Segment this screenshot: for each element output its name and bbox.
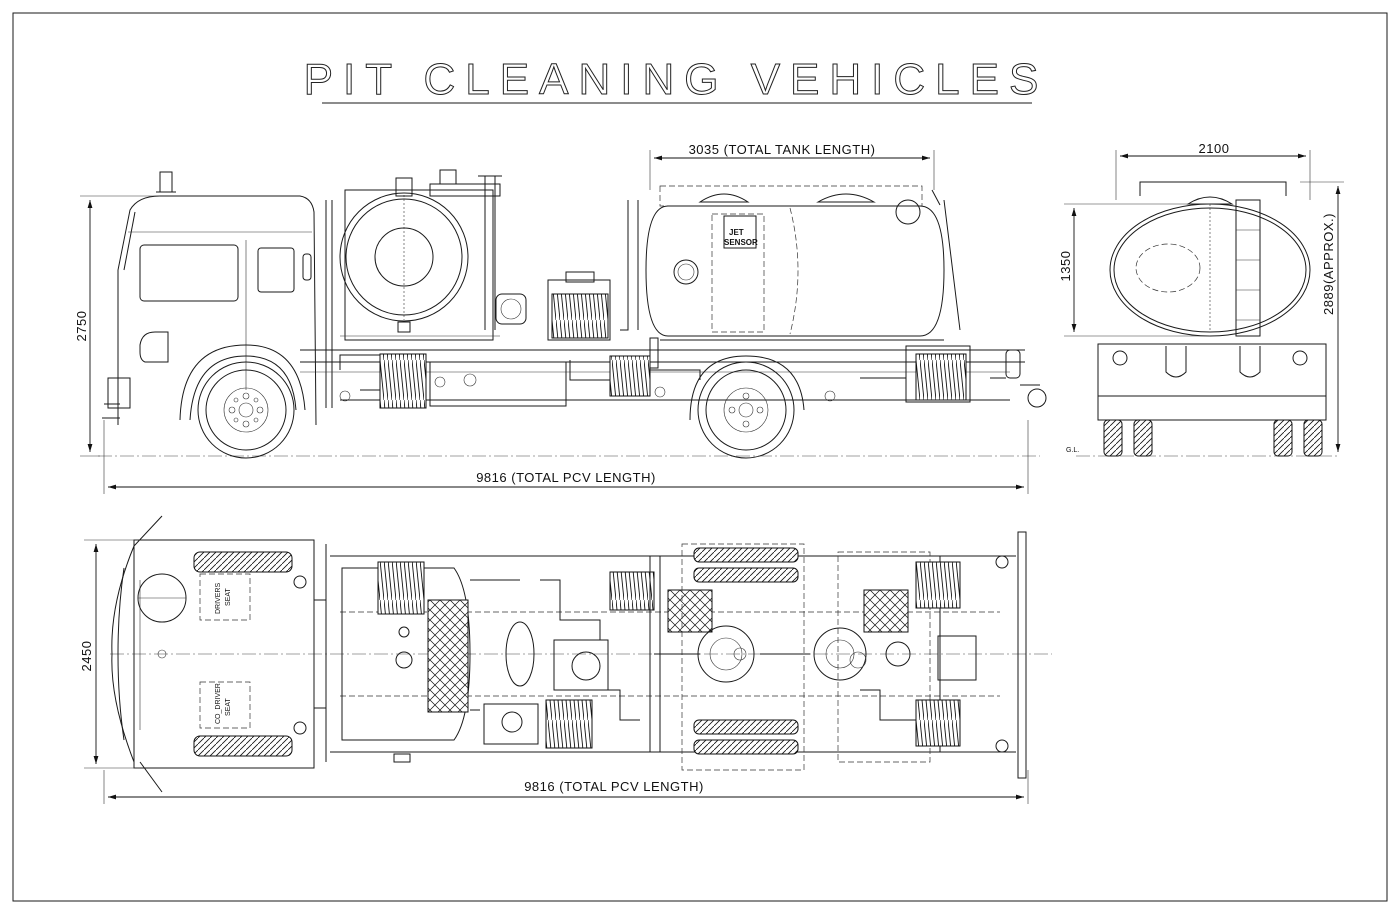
dim-side-length: 9816 (TOTAL PCV LENGTH)	[103, 420, 1029, 494]
pump-box	[429, 361, 567, 407]
drawing-title: PIT CLEANING VEHICLES	[304, 55, 1049, 104]
coil-unit-2	[551, 293, 609, 339]
dim-side-height: 2750	[74, 195, 160, 457]
drivers-seat-label-1: DRIVERS	[215, 583, 222, 614]
coil-unit-4	[915, 353, 967, 401]
front-wheel	[179, 344, 306, 459]
sewage-tank: JET SENSOR	[645, 185, 961, 369]
vacuum-tank-front	[339, 169, 527, 341]
co-drivers-seat-label-1: CO_DRIVER	[215, 683, 222, 724]
coil-unit-3	[609, 355, 651, 397]
side-view: JET SENSOR 2750 3035 (	[74, 142, 1047, 494]
cab	[102, 171, 333, 426]
plan-view: DRIVERS SEAT CO_DRIVER SEAT	[79, 515, 1052, 804]
rear-width-label: 2100	[1199, 141, 1230, 156]
jet-sensor-label-1: JET	[729, 228, 744, 237]
plan-length-label: 9816 (TOTAL PCV LENGTH)	[524, 779, 704, 794]
rear-wheel	[689, 355, 805, 459]
rear-tank-height-label: 1350	[1058, 251, 1073, 282]
tank-length-label: 3035 (TOTAL TANK LENGTH)	[689, 142, 876, 157]
co-drivers-seat-label-2: SEAT	[225, 698, 232, 716]
ground-line-label: G.L.	[1066, 447, 1079, 454]
plan-width-label: 2450	[79, 641, 94, 672]
drivers-seat-label-2: SEAT	[225, 588, 232, 606]
title-block: PIT CLEANING VEHICLES	[303, 55, 1049, 105]
side-length-label: 9816 (TOTAL PCV LENGTH)	[476, 470, 656, 485]
coil-unit-1	[379, 353, 427, 409]
rear-view: G.L. 2100 1350 2889(APPR	[1058, 141, 1344, 457]
sheet-border	[12, 12, 1388, 902]
rear-overall-height-label: 2889(APPROX.)	[1321, 213, 1336, 315]
jet-sensor-label-2: SENSOR	[724, 238, 758, 247]
side-height-label: 2750	[74, 311, 89, 342]
dim-tank-length: 3035 (TOTAL TANK LENGTH)	[649, 142, 935, 190]
